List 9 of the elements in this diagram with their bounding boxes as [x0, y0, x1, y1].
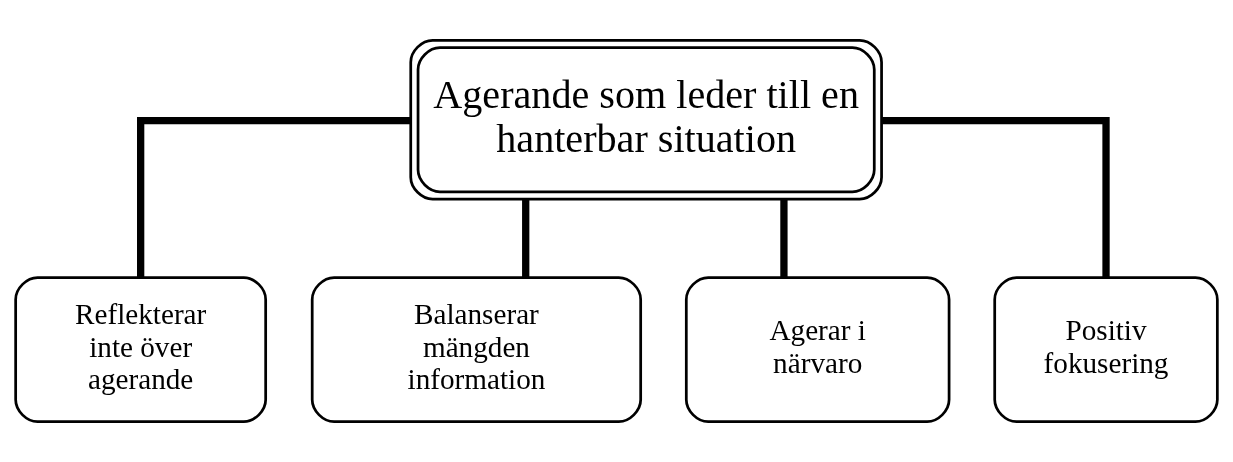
node-box: Agerande som leder till en hanterbar situation [409, 38, 883, 201]
node-box: Reflekterar inte över agerande [14, 276, 268, 424]
node-box: Positiv fokusering [993, 276, 1219, 424]
connector [137, 116, 411, 279]
node-box: Agerar i närvaro [684, 276, 951, 424]
node-box: Balanserar mängden information [310, 276, 643, 424]
connector [882, 116, 1110, 279]
connector [522, 199, 530, 279]
connector [780, 199, 788, 279]
